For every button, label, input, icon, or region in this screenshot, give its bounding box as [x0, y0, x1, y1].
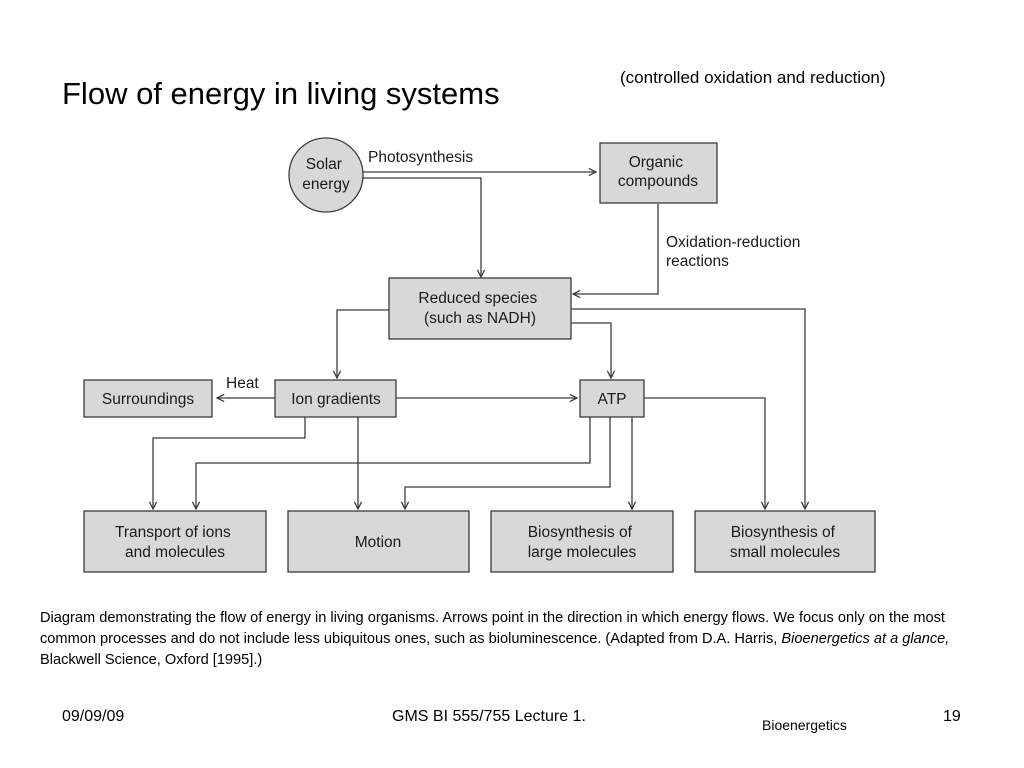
photosynthesis-label: Photosynthesis: [368, 149, 473, 166]
caption-text: Diagram demonstrating the flow of energy…: [40, 610, 945, 647]
arrow-atp-to-transport: [196, 417, 591, 509]
solar-energy-line-1: Solar: [306, 156, 342, 173]
biosynthesis-small-line-1: Biosynthesis of: [731, 524, 836, 541]
atp-label: ATP: [598, 391, 627, 408]
motion-label: Motion: [355, 534, 402, 551]
arrow-organic-to-reduced: [573, 204, 659, 294]
organic-compounds-line-2: compounds: [618, 173, 698, 190]
footer-course: GMS BI 555/755 Lecture 1.: [392, 708, 586, 725]
arrow-reduced-to-biosynthesis-small: [571, 308, 805, 509]
ion-gradients-label: Ion gradients: [291, 391, 381, 408]
organic-compounds-line-1: Organic: [629, 154, 684, 171]
arrow-reduced-to-atp: [571, 322, 611, 378]
heat-label: Heat: [226, 375, 259, 392]
footer-page-number: 19: [943, 708, 961, 725]
node-biosynthesis-large: Biosynthesis of large molecules: [490, 510, 674, 573]
arrow-atp-to-motion: [405, 417, 611, 509]
reduced-species-line-1: Reduced species: [418, 290, 537, 307]
svg-text:Organic compounds: Organic compounds: [618, 154, 698, 190]
node-organic-compounds: Organic compounds: [599, 142, 718, 204]
reduced-species-line-2: (such as NADH): [424, 310, 536, 327]
svg-text:Transport of ions and mo: Transport of ions and molecules: [115, 524, 235, 561]
node-transport: Transport of ions and molecules: [83, 510, 267, 573]
oxidation-reduction-line-2: reactions: [666, 253, 729, 270]
slide-title: Flow of energy in living systems: [62, 76, 500, 111]
solar-energy-line-2: energy: [302, 176, 350, 193]
biosynthesis-large-line-1: Biosynthesis of: [528, 524, 633, 541]
caption-book-title: Bioenergetics at a glance,: [781, 631, 950, 647]
biosynthesis-small-line-2: small molecules: [730, 544, 841, 561]
node-biosynthesis-small: Biosynthesis of small molecules: [694, 510, 876, 573]
node-ion-gradients: Ion gradients: [274, 379, 397, 418]
svg-text:Biosynthesis of small mo: Biosynthesis of small molecules: [730, 524, 841, 561]
arrow-ion-gradients-to-transport: [153, 417, 306, 509]
oxidation-reduction-line-1: Oxidation-reduction: [666, 234, 800, 251]
transport-line-2: and molecules: [125, 544, 225, 561]
connectors: [153, 172, 805, 509]
footer-topic: Bioenergetics: [762, 717, 847, 733]
node-motion: Motion: [287, 510, 470, 573]
node-reduced-species: Reduced species (such as NADH): [388, 277, 572, 340]
transport-line-1: Transport of ions: [115, 524, 231, 541]
arrow-atp-to-biosynthesis-small: [644, 397, 765, 509]
figure-caption: Diagram demonstrating the flow of energy…: [40, 608, 985, 671]
node-atp: ATP: [579, 379, 645, 418]
svg-text:Solar energy: Solar energy: [302, 156, 350, 193]
arrow-solar-to-reduced: [362, 177, 481, 277]
slide-subtitle: (controlled oxidation and reduction): [620, 68, 886, 87]
biosynthesis-large-line-2: large molecules: [528, 544, 637, 561]
surroundings-label: Surroundings: [102, 391, 194, 408]
node-solar-energy: Solar energy: [288, 137, 364, 213]
svg-text:Reduced species (such as: Reduced species (such as NADH): [418, 290, 541, 327]
arrow-reduced-to-ion-gradients: [337, 309, 389, 378]
footer-date: 09/09/09: [62, 708, 125, 725]
svg-text:Biosynthesis of large mo: Biosynthesis of large molecules: [528, 524, 637, 561]
oxidation-reduction-label: Oxidation-reduction reactions: [666, 234, 805, 270]
node-surroundings: Surroundings: [83, 379, 213, 418]
caption-text-end: Blackwell Science, Oxford [1995].): [40, 652, 263, 668]
